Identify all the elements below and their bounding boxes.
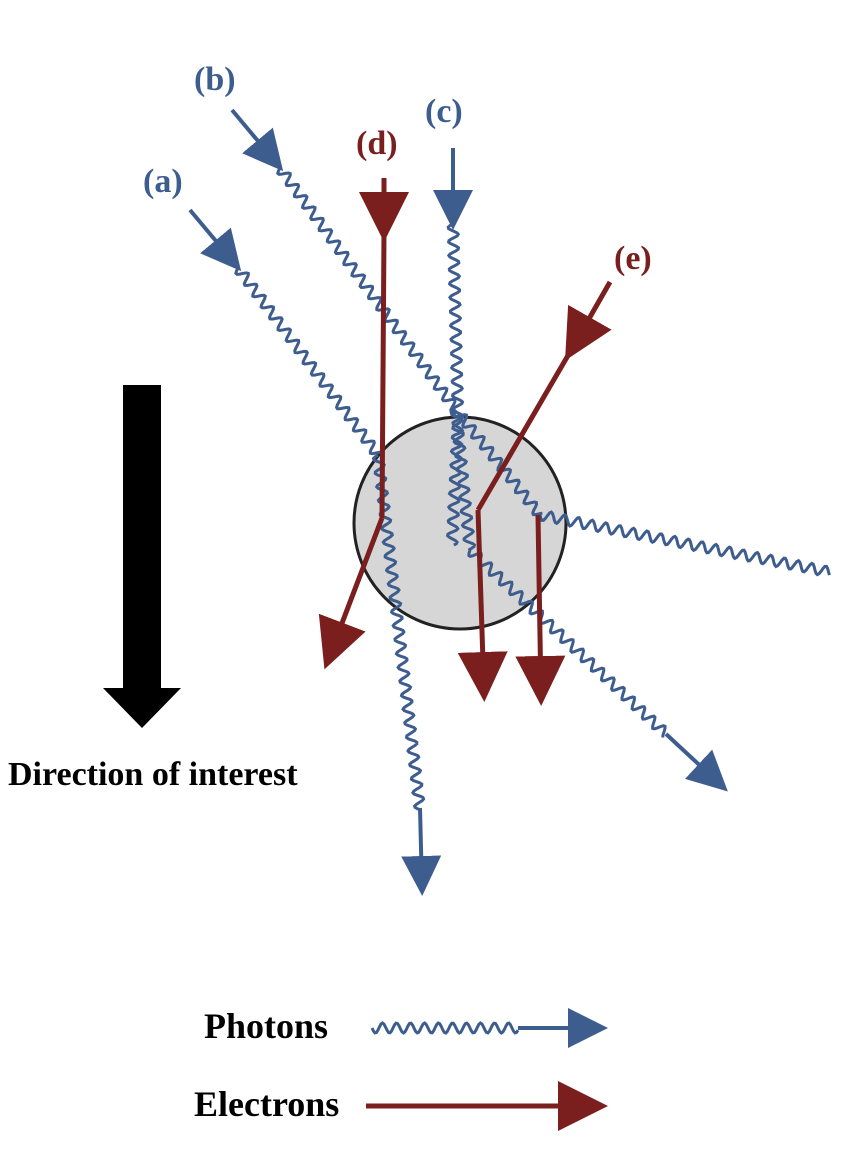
photon-b-incoming-arrow <box>230 108 284 172</box>
electron-track-e <box>457 280 613 702</box>
label-d: (d) <box>356 125 398 162</box>
label-b: (b) <box>194 61 236 98</box>
photon-track-c <box>445 222 465 547</box>
photon-track-b <box>276 167 831 738</box>
photon-b-wave-segment <box>538 510 831 577</box>
legend-photon-wave-segment <box>370 1021 520 1035</box>
direction-of-interest-arrow <box>103 385 181 728</box>
electron-track-secondary <box>515 514 566 706</box>
photon-c-wave-segment <box>446 222 465 422</box>
photon-a-wave-segment <box>234 267 382 456</box>
photon-b-wave-segment <box>467 549 667 738</box>
photon-a-incoming-arrow <box>188 208 242 272</box>
photon-a-outgoing-arrow <box>401 807 442 896</box>
electron-track-d <box>318 178 409 670</box>
label-c: (c) <box>425 93 463 130</box>
legend-electrons-label: Electrons <box>194 1084 339 1124</box>
photon-b-wave-segment <box>452 409 543 517</box>
legend-photons-label: Photons <box>204 1006 328 1046</box>
legend-photon-symbol <box>370 1021 520 1035</box>
photon-b-wave-segment <box>276 167 457 414</box>
photon-c-wave-segment <box>445 418 465 547</box>
label-e: (e) <box>614 240 652 277</box>
photon-b-outgoing-arrow <box>664 732 728 792</box>
label-a: (a) <box>143 163 183 200</box>
target-sphere <box>352 415 568 631</box>
direction-of-interest-label: Direction of interest <box>8 756 298 793</box>
